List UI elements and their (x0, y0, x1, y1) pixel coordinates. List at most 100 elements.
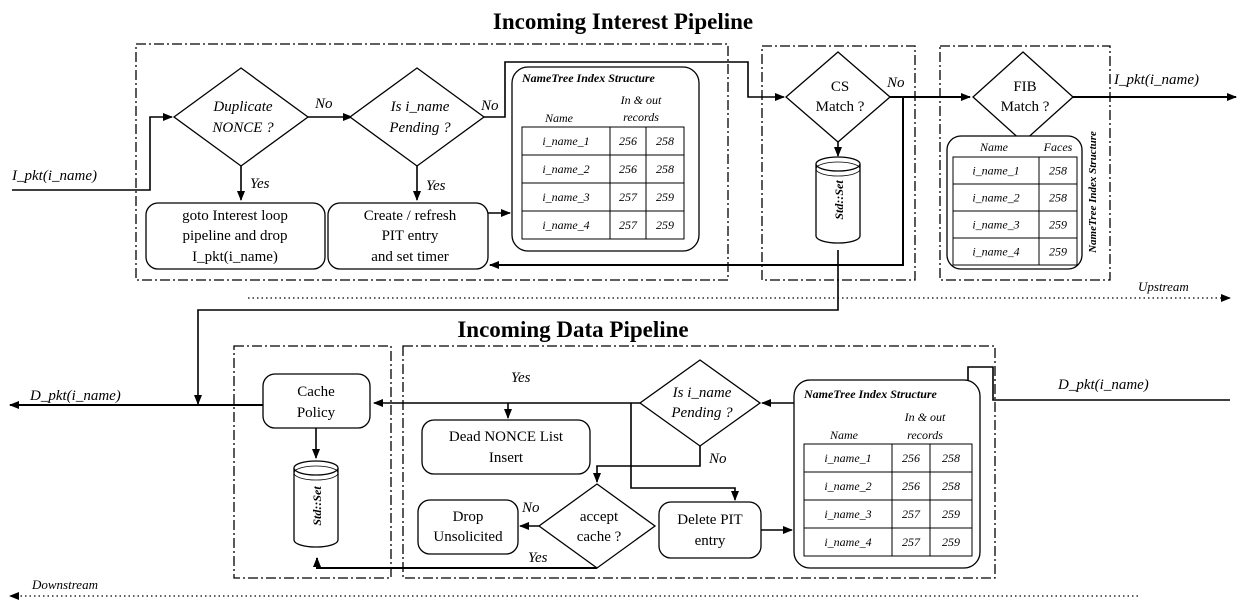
table-cell (891, 443, 931, 473)
data-pit-table: i_name_1 256 258 i_name_2 256 258 i_name_3 257 2… (803, 443, 973, 557)
accept-cache-line-1: accept (580, 509, 619, 525)
data-nametree-title: NameTree Index Structure (803, 387, 938, 401)
fib-match-line-1: FIB (1013, 79, 1036, 95)
interest-fib-region (939, 45, 1111, 281)
dead-nonce-line-2: Insert (489, 450, 524, 466)
table-cell-text: 259 (942, 507, 960, 521)
create-pit-line-3: and set timer (371, 249, 448, 265)
interest-pending-yes-label: Yes (426, 178, 446, 194)
table-cell (891, 499, 931, 529)
interest-nametree-col-records-2: records (623, 110, 659, 124)
interest-input-arrow (12, 113, 173, 191)
interest-pending-line-2: Pending ? (388, 120, 451, 136)
table-cell (645, 154, 685, 184)
table-cell-text: 258 (656, 162, 674, 176)
table-cell (1038, 210, 1078, 239)
table-cell-text: 259 (656, 190, 674, 204)
table-cell (1038, 237, 1078, 266)
delete-pit-line-2: entry (695, 533, 726, 549)
interest-pending-no-label: No (480, 98, 499, 114)
table-cell-text: i_name_2 (972, 191, 1019, 205)
drop-unsolicited-line-1: Drop (453, 509, 484, 525)
table-cell (1038, 183, 1078, 212)
cs-hit-to-downstream-arrow (194, 250, 839, 405)
data-cache-region (233, 345, 392, 579)
interest-std-set-cylinder (815, 156, 861, 244)
table-cell (929, 443, 973, 473)
table-cell-text: 258 (1049, 191, 1067, 205)
interest-pending-decision (348, 67, 486, 167)
table-cell-text: 258 (1049, 164, 1067, 178)
delete-pit-entry-box (658, 501, 762, 559)
fib-nametree-col-name: Name (979, 140, 1009, 154)
table-cell-text: 256 (902, 451, 920, 465)
table-cell-text: i_name_3 (824, 507, 871, 521)
table-cell-text: 259 (942, 535, 960, 549)
table-cell (645, 182, 685, 212)
table-cell-text: i_name_4 (824, 535, 871, 549)
interest-pending-line-1: Is i_name (390, 99, 450, 115)
cache-policy-line-2: Policy (297, 405, 336, 421)
table-cell-text: 256 (619, 134, 637, 148)
table-cell-text: 258 (942, 479, 960, 493)
dup-nonce-line-1: Duplicate (212, 99, 272, 115)
interest-std-set-label: Std::Set (832, 180, 846, 220)
upstream-label: Upstream (1138, 279, 1189, 294)
data-pending-no-arrow (593, 446, 701, 483)
cs-no-to-create-pit-arrow (489, 97, 904, 269)
table-cell-text: i_name_4 (972, 245, 1019, 259)
accept-cache-decision (537, 483, 657, 569)
data-pipeline-title: Incoming Data Pipeline (457, 317, 688, 342)
data-std-set-label: Std::Set (310, 486, 324, 526)
table-cell-text: i_name_2 (542, 162, 589, 176)
table-cell (952, 237, 1040, 266)
table-cell-text: 257 (902, 535, 921, 549)
table-cell-text: i_name_3 (542, 190, 589, 204)
table-cell (609, 154, 647, 184)
data-pending-yes-label: Yes (511, 370, 531, 386)
table-cell-text: 258 (942, 451, 960, 465)
interest-input-label: I_pkt(i_name) (11, 168, 97, 184)
table-cell-text: i_name_4 (542, 218, 589, 232)
accept-cache-yes-arrow (313, 557, 597, 569)
fib-nametree-title: NameTree Index Structure (1087, 131, 1099, 254)
table-cell-text: 256 (902, 479, 920, 493)
interest-pipeline-title: Incoming Interest Pipeline (493, 9, 753, 34)
table-cell (891, 527, 931, 557)
data-pit-region (402, 345, 996, 579)
duplicate-nonce-decision (172, 67, 310, 167)
table-cell-text: 256 (619, 162, 637, 176)
accept-cache-yes-label: Yes (528, 550, 548, 566)
table-cell-text: 259 (1049, 245, 1067, 259)
interest-nametree-title: NameTree Index Structure (521, 71, 656, 85)
create-pit-line-2: PIT entry (382, 228, 439, 244)
fib-match-decision (972, 51, 1074, 143)
data-nametree-col-records-1: In & out (904, 410, 946, 424)
pending-no-to-cs-arrow (484, 61, 785, 118)
delete-pit-line-1: Delete PIT (677, 512, 742, 528)
table-cell-text: 259 (1049, 218, 1067, 232)
data-input-label: D_pkt(i_name) (1057, 377, 1149, 393)
goto-interest-loop-box (145, 202, 326, 270)
table-cell (609, 210, 647, 240)
table-cell (929, 499, 973, 529)
data-pending-no-label: No (708, 451, 727, 467)
table-cell-text: i_name_1 (824, 451, 871, 465)
dup-nonce-line-2: NONCE ? (211, 120, 274, 136)
fib-nametree-col-faces: Faces (1043, 140, 1073, 154)
data-nametree-col-name: Name (829, 428, 859, 442)
table-cell (891, 471, 931, 501)
interest-pit-region (135, 43, 729, 281)
table-cell-text: 258 (656, 134, 674, 148)
table-cell-text: i_name_2 (824, 479, 871, 493)
table-cell (952, 210, 1040, 239)
table-cell-text: i_name_3 (972, 218, 1019, 232)
interest-nametree-col-records-1: In & out (620, 93, 662, 107)
table-cell (952, 183, 1040, 212)
drop-unsolicited-line-2: Unsolicited (433, 529, 503, 545)
data-std-set-cylinder (293, 460, 339, 548)
goto-loop-line-2: pipeline and drop (183, 228, 288, 244)
